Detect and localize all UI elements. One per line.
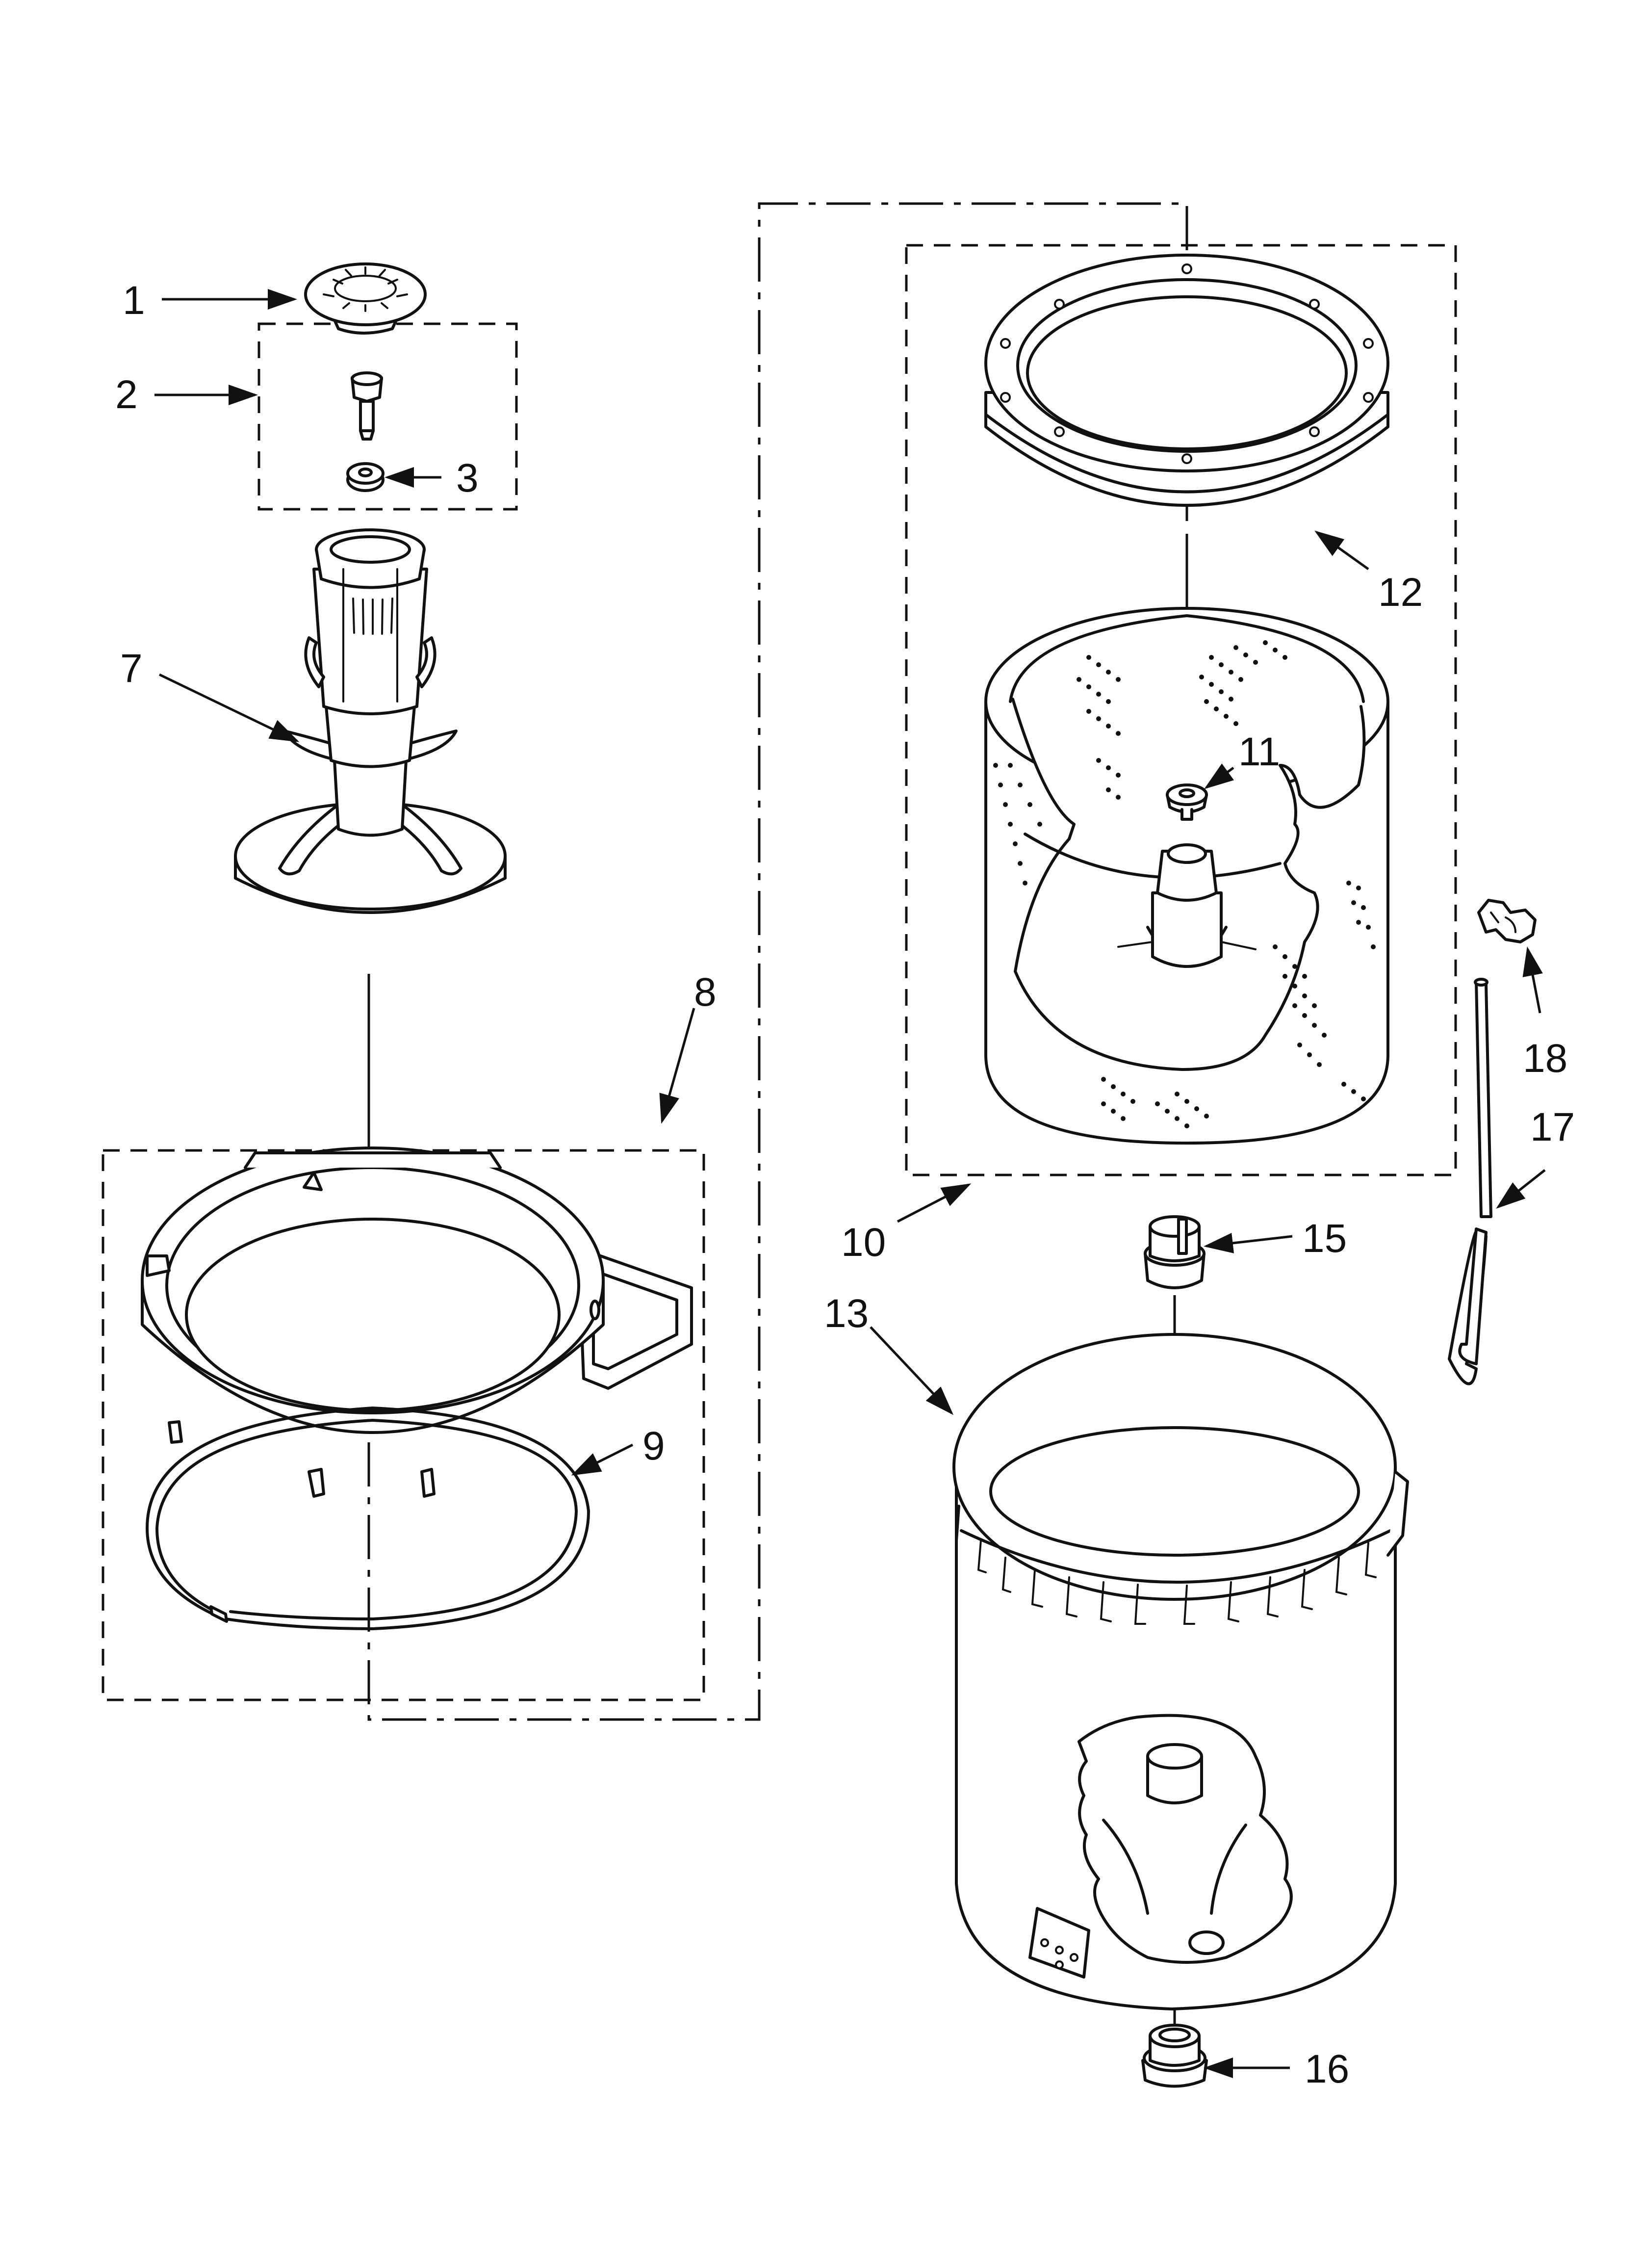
callout-9: 9 (642, 1424, 665, 1468)
leader-15 (1204, 1233, 1293, 1253)
leader-9 (571, 1443, 634, 1476)
leader-11 (1204, 763, 1234, 789)
leader-10 (897, 1183, 972, 1223)
callout-3: 3 (456, 456, 479, 500)
basket-perforations (993, 640, 1376, 1128)
callout-2: 2 (115, 372, 138, 417)
callout-18: 18 (1523, 1036, 1567, 1081)
callout-16: 16 (1305, 2047, 1349, 2091)
leader-18 (1522, 946, 1543, 1014)
callout-8: 8 (694, 970, 717, 1015)
leader-13 (870, 1326, 954, 1415)
leader-8 (659, 1008, 695, 1124)
agitator-part (234, 528, 507, 914)
bolt-part (351, 371, 383, 441)
callout-17: 17 (1530, 1105, 1575, 1149)
basket-nut-part (1166, 783, 1208, 821)
connection-line-left (367, 202, 1188, 1721)
hose-part (1448, 978, 1492, 1385)
leader-12 (1314, 530, 1369, 571)
callout-10: 10 (841, 1220, 886, 1265)
wash-basket-part (984, 607, 1389, 1145)
group-box-10 (905, 244, 1457, 1176)
tub-ring-part (141, 1147, 693, 1498)
outer-tub-part (952, 1333, 1409, 2010)
callout-1: 1 (123, 278, 145, 323)
callout-7: 7 (120, 646, 143, 691)
callout-11: 11 (1238, 730, 1280, 774)
hose-clip-part (1477, 899, 1537, 943)
callout-12: 12 (1378, 570, 1423, 615)
washer-part (346, 462, 385, 492)
leader-17 (1496, 1169, 1546, 1209)
clamp-ring-part (146, 1407, 590, 1630)
balance-ring-part (984, 254, 1389, 507)
tub-seal-part (1144, 1215, 1206, 1289)
agitator-cap-part (304, 262, 427, 335)
drain-plug-part (1141, 2024, 1208, 2088)
leader-7 (158, 673, 300, 742)
callout-15: 15 (1302, 1216, 1347, 1261)
callout-13: 13 (824, 1291, 869, 1336)
